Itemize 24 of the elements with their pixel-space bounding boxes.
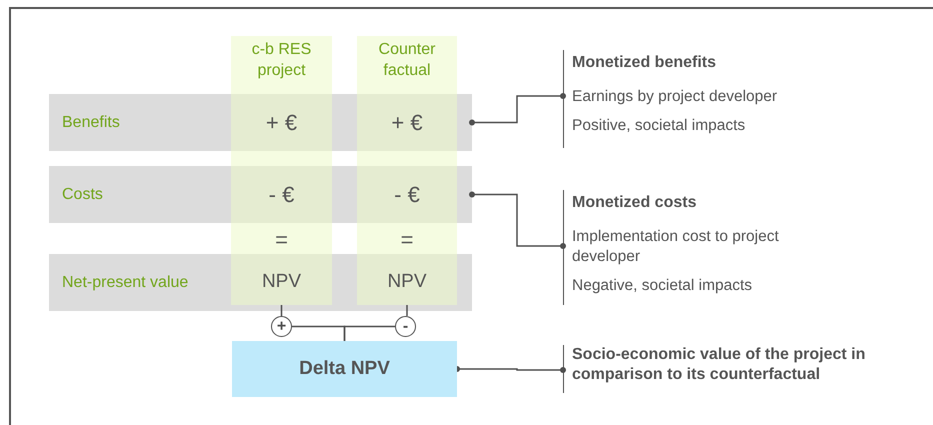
note-text: Negative, societal impacts [572,276,754,296]
value-text: + € [357,94,457,151]
sign-circle: - [395,316,416,337]
value-text: NPV [231,258,332,305]
leader-line [469,192,566,249]
result-box: Delta NPV [232,341,457,397]
value-text: NPV [357,258,457,305]
leader-line [454,366,566,373]
note-text: Positive, societal impacts [572,116,746,136]
connector-line [406,305,408,316]
value-text: + € [231,94,332,151]
equals-sign: = [400,228,414,252]
value-text: - € [357,166,457,223]
note-text: Socio-economic value of the project in comparison to its counterfactual [572,345,866,385]
sign-circle: + [271,316,292,337]
note-text: Implementation cost to project developer [572,227,780,267]
connector-line [280,305,282,316]
leader-line [469,93,566,126]
note-heading: Monetized costs [572,193,698,213]
note-heading: Monetized benefits [572,53,718,73]
connector-line [344,326,395,341]
equals-sign: = [274,228,289,252]
value-text: - € [231,166,332,223]
note-text: Earnings by project developer [572,87,778,107]
